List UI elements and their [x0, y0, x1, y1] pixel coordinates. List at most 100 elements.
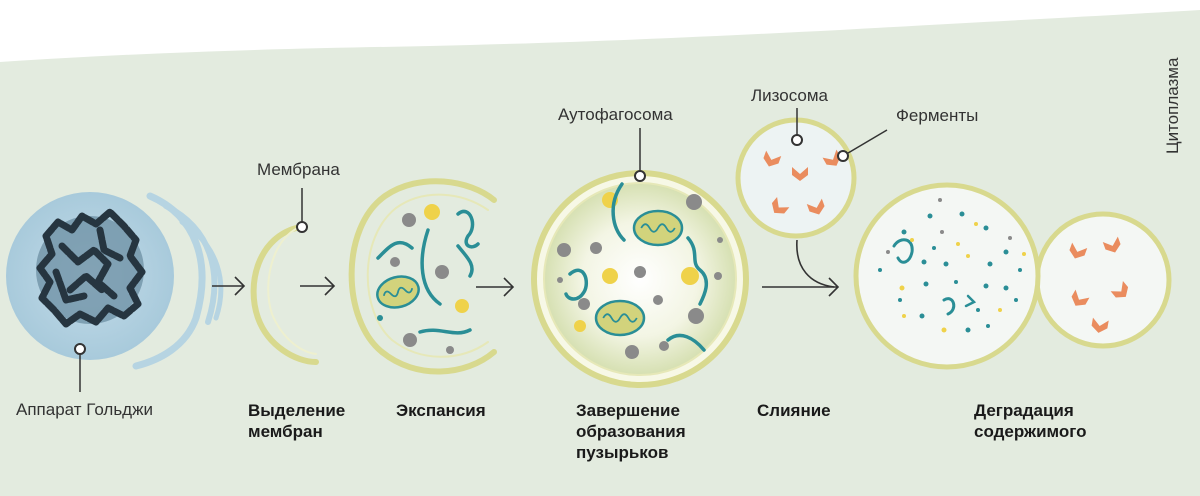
degraded-particle: [983, 283, 989, 289]
chromatin: [52, 268, 88, 304]
mitochondrion-cristae: [382, 286, 414, 298]
gray-particle: [653, 295, 663, 305]
protein-strand: [418, 328, 472, 335]
cytoplasm-label: Цитоплазма: [1163, 57, 1182, 154]
yellow-particle: [455, 299, 469, 313]
protein-strand: [611, 182, 626, 242]
arrow-fusion: [762, 239, 840, 297]
degraded-particle: [919, 313, 925, 319]
gray-particle: [659, 341, 669, 351]
autophagosome-label: Аутофагосома: [558, 105, 673, 124]
chromatin: [66, 272, 106, 294]
gray-particle: [446, 346, 454, 354]
arrow-golgi-to-membrane: [212, 276, 246, 296]
gray-particle: [714, 272, 722, 280]
membrane-crescent-inner: [267, 226, 317, 355]
degraded-particle: [1018, 268, 1022, 272]
gray-particle: [390, 257, 400, 267]
degraded-particle: [986, 324, 990, 328]
degraded-particle: [987, 261, 993, 267]
enzymes-pointer: [837, 150, 849, 162]
degraded-particle: [943, 261, 949, 267]
degraded-particle: [923, 281, 929, 287]
autophagosome: [531, 170, 749, 388]
degraded-particle: [966, 254, 970, 258]
protein-strand: [564, 268, 589, 301]
degraded-particle: [927, 213, 933, 219]
degraded-particle: [976, 308, 980, 312]
enzyme-icon: [792, 167, 808, 181]
protein-strand: [420, 228, 442, 306]
degraded-particle: [965, 327, 971, 333]
degraded-particle: [1014, 298, 1018, 302]
gray-particle: [403, 333, 417, 347]
golgi-cisterna: [179, 219, 224, 321]
gray-particle: [435, 265, 449, 279]
protein-strand: [942, 297, 956, 316]
stage-label-fusion: Слияние: [757, 401, 831, 420]
degraded-particle: [940, 230, 944, 234]
protein-strand: [456, 244, 474, 278]
gray-particle: [625, 345, 639, 359]
protein-strand: [456, 209, 480, 249]
autolysosome: [853, 182, 1172, 370]
degraded-particle: [959, 211, 965, 217]
gray-particle: [590, 242, 602, 254]
degraded-particle: [1022, 252, 1026, 256]
golgi-label: Аппарат Гольджи: [16, 400, 153, 419]
autophagosome-pointer: [634, 170, 646, 182]
degradation-vesicle: [853, 182, 1041, 370]
phagophore-membrane: [348, 178, 497, 375]
enzyme-icon: [1071, 289, 1090, 306]
degraded-particle: [983, 225, 989, 231]
chromatin: [96, 226, 124, 262]
gray-particle: [557, 243, 571, 257]
mitochondrion-cristae: [640, 223, 676, 233]
enzyme-icon: [822, 149, 841, 166]
enzyme-icon: [1102, 236, 1121, 253]
degraded-particle: [954, 280, 958, 284]
small-particle: [377, 315, 383, 321]
gray-particle: [686, 194, 702, 210]
degraded-particle: [902, 314, 906, 318]
gray-particle: [688, 308, 704, 324]
degraded-particle: [1003, 249, 1009, 255]
enzymes-label: Ферменты: [896, 106, 979, 125]
membrane-crescent: [250, 224, 319, 365]
gray-particle: [717, 237, 723, 243]
membrane-pointer: [296, 221, 308, 233]
stage-label-expansion: Экспансия: [396, 401, 486, 420]
gray-particle: [402, 213, 416, 227]
organelle-contents: [36, 149, 1129, 359]
degraded-particle: [899, 285, 905, 291]
arrow-membrane-to-expansion: [300, 276, 336, 296]
arrow-expansion-to-autophagosome: [476, 277, 515, 297]
golgi-pointer: [74, 343, 86, 355]
protein-strand: [892, 238, 914, 264]
protein-strand: [964, 294, 977, 308]
gray-particle: [557, 277, 563, 283]
process-arrows: [212, 239, 840, 297]
stage-label-membrane-isolation: Выделение мембран: [248, 401, 346, 441]
degraded-particle: [998, 308, 1002, 312]
yellow-particle: [681, 267, 699, 285]
stage-label-degradation: Деградация содержимого: [974, 401, 1087, 441]
degraded-particle: [941, 327, 947, 333]
chromatin: [36, 208, 146, 328]
yellow-particle: [574, 320, 586, 332]
protein-strand: [376, 240, 414, 260]
phagophore-membrane-inner: [366, 193, 489, 358]
degraded-particle: [1003, 285, 1009, 291]
enzyme-icon: [1069, 242, 1088, 259]
degraded-particle: [901, 229, 907, 235]
degraded-particle: [910, 238, 914, 242]
phagophore: [348, 178, 497, 375]
yellow-particle: [602, 268, 618, 284]
degraded-particle: [921, 259, 927, 265]
protein-strand: [666, 333, 706, 352]
gray-particle: [634, 266, 646, 278]
protein-strand: [686, 236, 709, 306]
degraded-particle: [956, 242, 960, 246]
